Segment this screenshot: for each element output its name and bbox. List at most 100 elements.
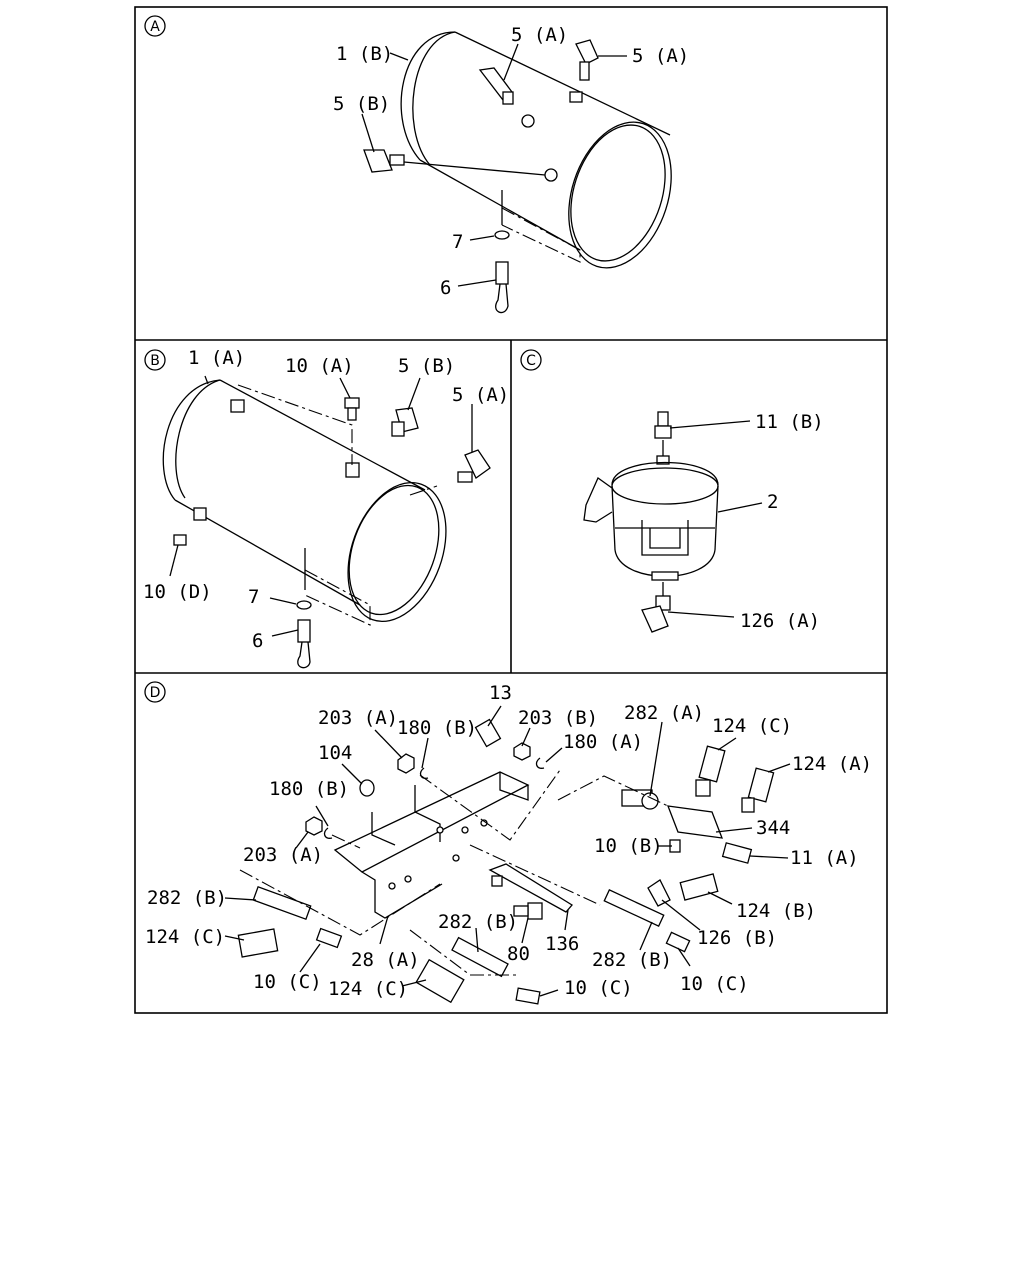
section-c: C 11 (B) bbox=[520, 349, 824, 633]
svg-text:180 (B): 180 (B) bbox=[397, 717, 477, 739]
svg-text:180 (B): 180 (B) bbox=[269, 778, 349, 800]
section-b-marker: B bbox=[144, 349, 166, 371]
connector-fitting-icon bbox=[654, 411, 672, 465]
section-b: B bbox=[143, 347, 509, 669]
plug-icon bbox=[515, 987, 541, 1005]
small-bracket-icon bbox=[488, 863, 573, 913]
svg-text:124 (C): 124 (C) bbox=[145, 926, 225, 948]
svg-text:10 (C): 10 (C) bbox=[680, 973, 749, 995]
air-dryer-canister-icon bbox=[583, 461, 719, 581]
svg-text:126 (B): 126 (B) bbox=[697, 927, 777, 949]
svg-text:7: 7 bbox=[248, 586, 259, 608]
svg-text:5 (A): 5 (A) bbox=[511, 24, 568, 46]
svg-text:5 (A): 5 (A) bbox=[452, 384, 509, 406]
air-tank-1b bbox=[400, 31, 672, 269]
pressure-switch-icon bbox=[741, 767, 775, 813]
svg-text:5 (B): 5 (B) bbox=[398, 355, 455, 377]
svg-text:A: A bbox=[150, 19, 160, 35]
svg-text:282 (B): 282 (B) bbox=[147, 887, 227, 909]
connector-fitting-icon bbox=[721, 842, 753, 864]
pressure-switch-icon bbox=[695, 745, 726, 797]
elbow-fitting-icon bbox=[575, 39, 599, 81]
svg-text:5 (A): 5 (A) bbox=[632, 45, 689, 67]
svg-text:11 (B): 11 (B) bbox=[755, 411, 824, 433]
elbow-fitting-icon bbox=[478, 67, 514, 105]
svg-text:5 (B): 5 (B) bbox=[333, 93, 390, 115]
section-b-callouts: 1 (A) 10 (A) 5 (B) 5 (A) 10 (D) 7 6 bbox=[143, 347, 509, 652]
svg-text:28 (A): 28 (A) bbox=[351, 949, 420, 971]
washer-icon bbox=[535, 757, 545, 769]
svg-text:282 (A): 282 (A) bbox=[624, 702, 704, 724]
svg-text:124 (C): 124 (C) bbox=[712, 715, 792, 737]
nut-icon bbox=[305, 816, 323, 836]
svg-text:124 (B): 124 (B) bbox=[736, 900, 816, 922]
svg-text:80: 80 bbox=[507, 943, 530, 965]
svg-text:282 (B): 282 (B) bbox=[438, 911, 518, 933]
svg-text:10 (A): 10 (A) bbox=[285, 355, 354, 377]
elbow-fitting-icon bbox=[457, 449, 491, 483]
svg-text:126 (A): 126 (A) bbox=[740, 610, 820, 632]
section-a-marker: A bbox=[144, 15, 166, 37]
nut-icon bbox=[513, 742, 531, 761]
svg-text:6: 6 bbox=[440, 277, 451, 299]
svg-text:11 (A): 11 (A) bbox=[790, 847, 859, 869]
svg-text:136: 136 bbox=[545, 933, 579, 955]
diagram-frames bbox=[134, 6, 888, 1014]
bushing-icon bbox=[359, 779, 375, 797]
spacer-icon bbox=[474, 718, 502, 748]
section-d-callouts: 203 (A) 180 (B) 13 203 (B) 180 (A) 282 (… bbox=[145, 682, 872, 1000]
section-d-phantom-lines bbox=[239, 769, 669, 976]
pressure-switch-icon bbox=[415, 958, 465, 1004]
section-a: A bbox=[144, 15, 689, 314]
svg-text:1 (B): 1 (B) bbox=[336, 43, 393, 65]
fitting-tube-icon bbox=[252, 886, 312, 920]
plug-icon bbox=[665, 931, 691, 953]
nut-icon bbox=[397, 753, 415, 774]
svg-text:D: D bbox=[150, 685, 161, 701]
svg-text:10 (C): 10 (C) bbox=[564, 977, 633, 999]
svg-text:C: C bbox=[526, 353, 536, 369]
section-c-marker: C bbox=[520, 349, 542, 371]
elbow-fitting-icon bbox=[647, 879, 671, 907]
fitting-tube-icon bbox=[451, 936, 509, 978]
svg-text:10 (C): 10 (C) bbox=[253, 971, 322, 993]
section-a-callouts: 1 (B) 5 (A) 5 (A) 5 (B) 7 6 bbox=[333, 24, 689, 299]
svg-text:6: 6 bbox=[252, 630, 263, 652]
svg-text:203 (A): 203 (A) bbox=[243, 844, 323, 866]
svg-text:7: 7 bbox=[452, 231, 463, 253]
air-tank-1a bbox=[162, 379, 447, 623]
svg-text:203 (B): 203 (B) bbox=[518, 707, 598, 729]
elbow-fitting-icon bbox=[641, 582, 671, 633]
plug-bolt-icon bbox=[173, 534, 187, 546]
section-d-marker: D bbox=[144, 681, 166, 703]
drain-cock-icon bbox=[296, 548, 312, 669]
svg-text:124 (C): 124 (C) bbox=[328, 978, 408, 1000]
svg-text:180 (A): 180 (A) bbox=[563, 731, 643, 753]
svg-text:282 (B): 282 (B) bbox=[592, 949, 672, 971]
elbow-fitting-icon bbox=[363, 149, 405, 173]
plug-icon bbox=[315, 927, 343, 949]
elbow-fitting-icon bbox=[391, 407, 419, 437]
section-c-callouts: 11 (B) 2 126 (A) bbox=[667, 411, 824, 632]
section-d: D bbox=[144, 681, 872, 1005]
svg-text:2: 2 bbox=[767, 491, 778, 513]
svg-text:10 (D): 10 (D) bbox=[143, 581, 212, 603]
manifold-block-icon bbox=[621, 789, 724, 839]
bolt-icon bbox=[513, 902, 543, 920]
svg-text:104: 104 bbox=[318, 742, 352, 764]
pressure-switch-icon bbox=[237, 928, 279, 958]
svg-text:1 (A): 1 (A) bbox=[188, 347, 245, 369]
plug-bolt-icon bbox=[344, 397, 360, 421]
svg-text:203 (A): 203 (A) bbox=[318, 707, 398, 729]
pressure-switch-icon bbox=[679, 873, 719, 901]
fitting-tube-icon bbox=[603, 889, 665, 927]
mounting-bracket-icon bbox=[333, 771, 530, 919]
svg-text:10 (B): 10 (B) bbox=[594, 835, 663, 857]
drain-cock-icon bbox=[494, 190, 510, 314]
svg-text:B: B bbox=[150, 353, 160, 369]
svg-text:13: 13 bbox=[489, 682, 512, 704]
svg-text:344: 344 bbox=[756, 817, 790, 839]
svg-text:124 (A): 124 (A) bbox=[792, 753, 872, 775]
washer-icon bbox=[323, 827, 333, 839]
